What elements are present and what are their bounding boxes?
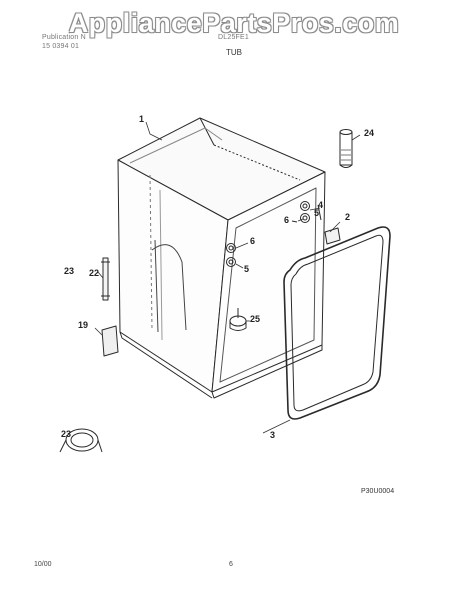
bracket-part: [324, 227, 341, 245]
callout-24: 24: [364, 128, 375, 138]
figure-code: P30U0004: [361, 488, 395, 495]
callout-4: 4: [318, 200, 324, 210]
section-title: TUB: [226, 48, 242, 57]
publication-code: 15 0394 01: [42, 43, 80, 50]
callout-3: 3: [270, 430, 276, 440]
door-gasket: [283, 226, 391, 420]
callout-22: 22: [89, 268, 100, 278]
drain-hose-part: [339, 129, 353, 168]
callout-25: 25: [250, 314, 261, 324]
callout-5-right: 5: [314, 208, 320, 218]
callout-1: 1: [139, 114, 145, 124]
clamp-inset-part: [59, 428, 103, 453]
bolt-group-left: [226, 243, 236, 267]
callout-6-left: 6: [250, 236, 256, 246]
callout-19: 19: [78, 320, 89, 330]
leader-lines: [94, 121, 361, 434]
callout-2: 2: [345, 212, 351, 222]
callout-5-left: 5: [244, 264, 250, 274]
watermark: AppliancePartsPros.com: [68, 8, 400, 38]
callout-23-main: 23: [64, 266, 75, 276]
mount-bracket-part: [101, 325, 119, 357]
callout-6-right: 6: [284, 215, 290, 225]
callout-23-inset: 23: [61, 429, 72, 439]
publication-number: Publication N: [42, 34, 86, 41]
model-number: DL25FE1: [218, 34, 249, 41]
tub-cabinet: [117, 117, 326, 399]
footer-date: 10/00: [34, 561, 52, 568]
hose-clip-part: [101, 257, 110, 301]
bolt-group-right: [291, 201, 322, 223]
footer-page-number: 6: [229, 561, 233, 568]
